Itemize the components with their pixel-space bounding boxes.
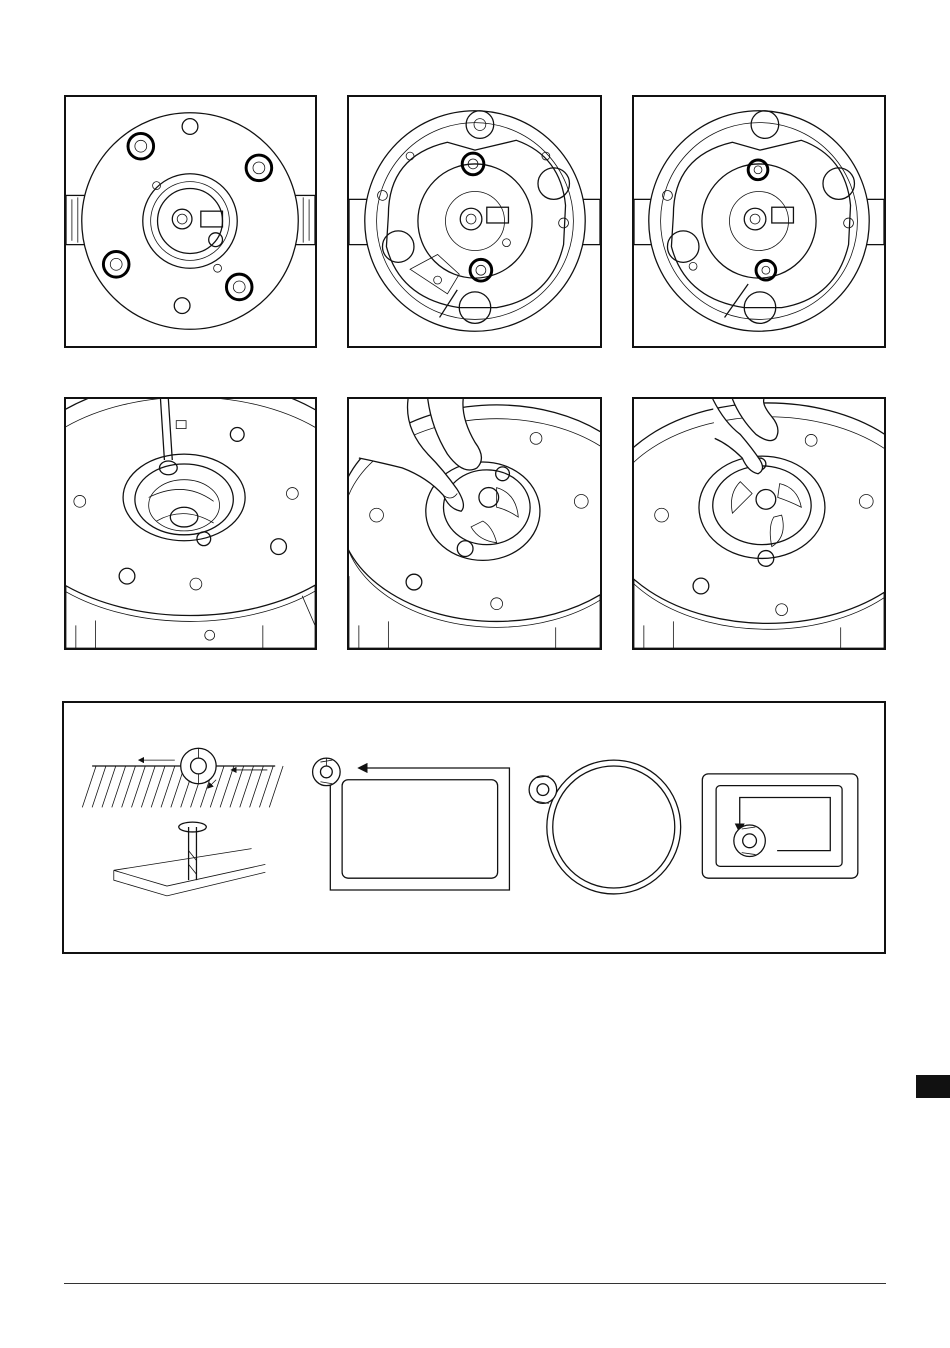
language-tab [916, 1075, 950, 1098]
inside-rect-path-icon [702, 774, 858, 878]
edge-feed-direction-icon [82, 748, 283, 896]
footer-rule [64, 1283, 886, 1284]
figure-base-underside-adjust [632, 95, 886, 348]
figure-base-plate-screws [64, 95, 317, 348]
hand-template-guide-icon [634, 399, 884, 648]
routing-direction-icon [64, 703, 884, 952]
routing-direction-diagrams [62, 701, 886, 954]
figure-hand-remove-guide [347, 397, 602, 650]
figure-base-underside-screws [347, 95, 602, 348]
figure-collet-hex-key [64, 397, 317, 650]
hand-template-guide-icon [349, 399, 600, 648]
outside-rect-path-icon [313, 758, 510, 890]
router-base-plate-icon [66, 97, 315, 346]
base-underside-icon [349, 97, 600, 346]
router-collet-hex-key-icon [66, 399, 315, 648]
circle-path-icon [529, 760, 681, 894]
figure-hand-install-guide [632, 397, 886, 650]
base-underside-icon [634, 97, 884, 346]
